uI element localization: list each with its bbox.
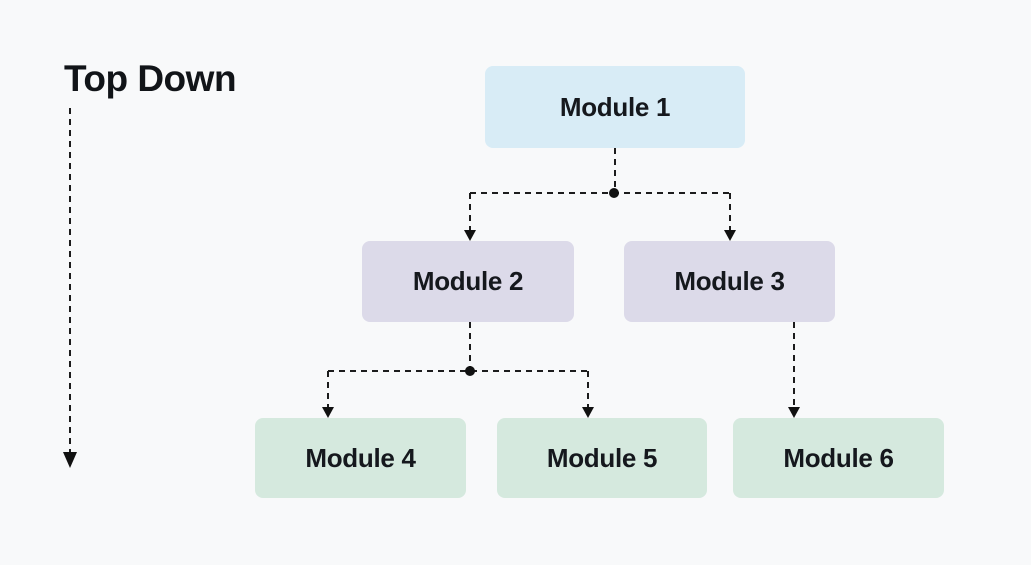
node-module-6-label: Module 6 — [783, 442, 894, 473]
node-module-6: Module 6 — [733, 418, 944, 498]
arrowhead-into-module3 — [724, 230, 736, 241]
node-module-4: Module 4 — [255, 418, 466, 498]
node-module-5-label: Module 5 — [546, 442, 658, 473]
arrowhead-into-module4 — [322, 407, 334, 418]
junction-dot-1 — [609, 188, 619, 198]
arrowhead-into-module5 — [582, 407, 594, 418]
node-module-4-label: Module 4 — [305, 442, 416, 473]
arrowhead-into-module6 — [788, 407, 800, 418]
arrowhead-into-module2 — [464, 230, 476, 241]
connector-rail-level3 — [327, 370, 589, 407]
connector-rail-level2 — [469, 192, 731, 230]
node-module-3-label: Module 3 — [674, 266, 785, 296]
top-down-direction-arrow — [63, 108, 77, 468]
node-module-5: Module 5 — [497, 418, 707, 498]
node-module-1: Module 1 — [485, 66, 745, 148]
node-module-1-label: Module 1 — [559, 91, 671, 122]
junction-dot-2 — [465, 366, 475, 376]
node-module-2-label: Module 2 — [412, 266, 524, 296]
node-module-2: Module 2 — [362, 241, 574, 322]
node-module-3: Module 3 — [624, 241, 835, 322]
page-title: Top Down — [64, 58, 237, 99]
